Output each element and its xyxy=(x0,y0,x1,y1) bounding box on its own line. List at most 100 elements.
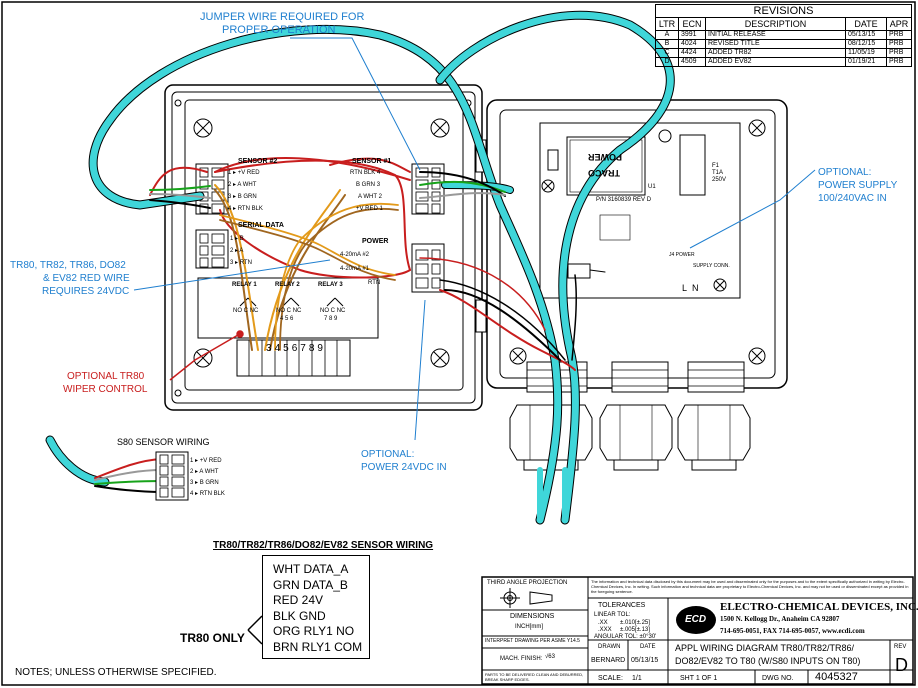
contact-nc: NC xyxy=(336,308,346,314)
psu-n-label: N xyxy=(692,283,699,293)
terminal-num: 6 xyxy=(291,343,301,354)
callout-wiper-line1: OPTIONAL TR80 xyxy=(67,371,145,382)
sensor2-pin-1: 1 ▸ +V RED xyxy=(228,170,260,176)
serial-pin-2: 2 ▸ A xyxy=(230,248,244,254)
tb-rev-value: D xyxy=(895,655,908,675)
tb-dim-units: INCH[mm] xyxy=(515,624,543,630)
contact-c: C xyxy=(330,308,336,314)
tb-logo-text: ECD xyxy=(685,614,707,625)
callout-power-supply-line2: POWER SUPPLY xyxy=(818,180,898,191)
revisions-title: REVISIONS xyxy=(655,4,912,18)
sensor1-pin-label: RTN BLK xyxy=(350,170,376,176)
psu-fuse-voltage: 250V xyxy=(712,177,727,183)
rev-header-apr: APR xyxy=(886,17,912,31)
ecd-logo xyxy=(676,606,716,634)
tb-phone: 714-695-0051, FAX 714-695-0057, www.ecdi… xyxy=(720,627,865,635)
terminal-num: 7 xyxy=(324,316,328,322)
serial-pin-label: A xyxy=(239,248,244,254)
terminal-num: 8 xyxy=(308,343,318,354)
tb-drawn-label: DRAWN xyxy=(598,644,621,650)
callout-leaders xyxy=(133,37,816,441)
sensor2-pin-3: 3 ▸ B GRN xyxy=(228,194,257,200)
tb-scale-label: SCALE: xyxy=(598,675,623,682)
rev-apr: PRB xyxy=(886,30,912,40)
rev-desc: ADDED EV82 xyxy=(705,57,846,67)
rev-desc: INITIAL RELEASE xyxy=(705,30,846,40)
sensor2-pin-label: B GRN xyxy=(237,194,257,200)
terminal-num: 5 xyxy=(285,316,289,322)
contact-c: C xyxy=(286,308,292,314)
sensor2-title: SENSOR #2 xyxy=(238,158,278,165)
tb-finish-value: √63 xyxy=(545,654,555,660)
rev-apr: PRB xyxy=(886,57,912,67)
s80-pin-label: RTN BLK xyxy=(199,491,225,497)
terminal-num: 8 xyxy=(329,316,333,322)
tb-sheet: SHT 1 OF 1 xyxy=(680,675,718,682)
tb-projection: THIRD ANGLE PROJECTION xyxy=(487,580,568,586)
terminal-numbers: 3456789 xyxy=(266,344,326,354)
tb-tol-xxx-val: ±.005[±.13] xyxy=(620,627,650,633)
rev-header-ltr: LTR xyxy=(655,17,679,31)
rev-date: 05/13/15 xyxy=(845,30,887,40)
tb-company: ELECTRO-CHEMICAL DEVICES, INC. xyxy=(720,601,918,613)
terminal-num: 4 xyxy=(274,343,284,354)
tb-linear: LINEAR TOL: xyxy=(594,612,631,618)
revision-row: B 4024 REVISED TITLE 08/12/15 PRB xyxy=(655,39,912,49)
rev-apr: PRB xyxy=(886,39,912,49)
terminal-num: 5 xyxy=(283,343,292,354)
callout-power-in-line2: POWER 24VDC IN xyxy=(361,462,447,473)
screw-icon xyxy=(748,347,766,365)
relay-contacts: NO C NC xyxy=(276,308,301,314)
legend-row: BLK GND xyxy=(273,608,326,623)
rev-ltr: A xyxy=(655,30,679,40)
s80-pin-label: A WHT xyxy=(199,469,219,475)
rev-ltr: C xyxy=(655,48,679,58)
rev-header-description: DESCRIPTION xyxy=(705,17,846,31)
tb-tol-xx: .XX xyxy=(598,620,608,626)
tb-tol-xxx: .XXX xyxy=(598,627,612,633)
psu-supply-label: SUPPLY CONN. xyxy=(693,263,730,269)
revision-row: C 4424 ADDED TR82 11/05/19 PRB xyxy=(655,48,912,58)
sensor2-pin-4: 4 ▸ RTN BLK xyxy=(228,206,263,212)
revision-row: D 4509 ADDED EV82 01/19/21 PRB xyxy=(655,57,912,67)
s80-connector xyxy=(155,451,189,501)
serial-pin-1: 1 ▸ B xyxy=(230,236,244,242)
sensor1-pin-num: 1 xyxy=(379,206,383,212)
psu-u1: U1 xyxy=(648,184,656,190)
callout-jumper-line1: JUMPER WIRE REQUIRED FOR xyxy=(200,11,365,23)
psu-brand-line2: TRACO xyxy=(588,168,620,178)
rev-header-date: DATE xyxy=(845,17,887,31)
wiper-leader xyxy=(169,330,244,381)
tb-title-line2: DO82/EV82 TO T80 (W/S80 INPUTS ON T80) xyxy=(675,656,861,666)
tb-scale-value: 1/1 xyxy=(632,675,642,682)
relay-terminal-nums: 4 5 6 xyxy=(280,316,293,322)
sensor1-title: SENSOR #1 xyxy=(352,158,392,165)
terminal-num: 7 xyxy=(300,343,309,354)
sensor1-pin-label: +V RED xyxy=(356,206,378,212)
contact-no: NO xyxy=(233,308,242,314)
rev-ltr: D xyxy=(655,57,679,67)
s80-pin-4: 4 ▸ RTN BLK xyxy=(190,491,225,497)
revision-row: A 3991 INITIAL RELEASE 05/13/15 PRB xyxy=(655,30,912,40)
tb-deburr: PARTS TO BE DELIVERED CLEAN AND DEBURRED… xyxy=(485,672,584,682)
rev-ecn: 4509 xyxy=(678,57,706,67)
callout-red-wire-line3: REQUIRES 24VDC xyxy=(42,286,130,297)
screw-icon xyxy=(430,348,450,368)
psu-fuse-rating: T1A xyxy=(712,170,724,176)
sensor1-pin-label: A WHT xyxy=(358,194,377,200)
tb-title-line1: APPL WIRING DIAGRAM TR80/TR82/TR86/ xyxy=(675,643,855,653)
terminal-num: 9 xyxy=(334,316,338,322)
terminal-num: 9 xyxy=(317,343,326,354)
sensor2-pin-2: 2 ▸ A WHT xyxy=(228,182,257,188)
psu-brand-line1: POWER xyxy=(588,152,623,162)
callout-power-supply-line3: 100/240VAC IN xyxy=(818,193,887,204)
tb-confidential: The information and technical data discl… xyxy=(591,579,909,594)
rev-ltr: B xyxy=(655,39,679,49)
callout-power-supply-line1: OPTIONAL: xyxy=(818,167,872,178)
rev-ecn: 3991 xyxy=(678,30,706,40)
tb-finish-num: 63 xyxy=(548,654,555,660)
serial-pin-label: RTN xyxy=(239,260,252,266)
tb-angular: ANGULAR TOL: ±0°30' xyxy=(594,634,657,640)
rev-header-ecn: ECN xyxy=(678,17,706,31)
serial-pin-label: B xyxy=(239,236,244,242)
